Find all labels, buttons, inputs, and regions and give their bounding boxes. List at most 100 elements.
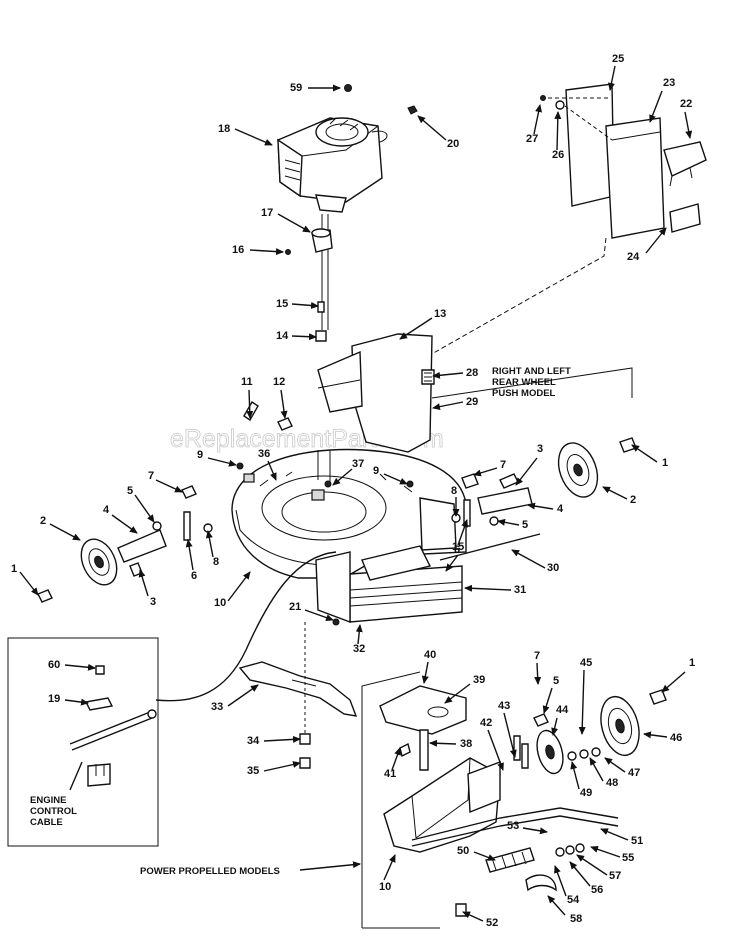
callout-leader (205, 530, 214, 558)
callout-number: 32 (353, 643, 365, 655)
callout-leader (383, 854, 396, 881)
callout-leader (429, 739, 457, 747)
callout-leader (643, 731, 668, 739)
rear-wheel-caption-line: RIGHT AND LEFT (492, 366, 571, 377)
callout-leader (600, 828, 629, 841)
callout-leader (534, 662, 542, 685)
callout-number: 14 (276, 330, 289, 342)
callout-number: 39 (473, 674, 485, 686)
callout-number: 7 (500, 459, 506, 471)
callout-leader (64, 698, 89, 706)
callout-number: 11 (241, 376, 253, 388)
callout-number: 15 (452, 541, 464, 553)
callout-number: 45 (580, 657, 592, 669)
callout-number: 9 (373, 465, 379, 477)
callout-leader (291, 301, 319, 309)
callout-leader (263, 761, 301, 772)
callout-number: 33 (211, 701, 223, 713)
callout-number: 3 (150, 596, 156, 608)
callout-number: 42 (480, 717, 492, 729)
callout-leader (473, 467, 498, 477)
adapter-17 (311, 228, 333, 253)
callout-leader (527, 502, 554, 510)
callout-leader (497, 518, 520, 526)
callout-number: 6 (191, 570, 197, 582)
callout-leader (511, 549, 546, 569)
engine-cable-caption-line: CABLE (30, 817, 63, 828)
callout-leader (444, 683, 471, 704)
callout-number: 6 (454, 544, 460, 556)
callout-leader (432, 371, 464, 379)
callout-number: 10 (379, 881, 391, 893)
callout-number: 22 (680, 98, 692, 110)
callout-number: 54 (567, 894, 580, 906)
callout-leader (64, 663, 96, 671)
callout-leader (473, 851, 496, 861)
callout-leader (155, 479, 183, 493)
callout-leader (227, 684, 259, 707)
callout-number: 37 (352, 458, 364, 470)
engine-cable-caption: ENGINE CONTROL CABLE (30, 795, 77, 828)
callout-number: 7 (148, 470, 154, 482)
callout-number: 16 (232, 244, 244, 256)
callout-number: 59 (290, 82, 302, 94)
callout-leader (445, 554, 459, 572)
engine-control-cable-inset (7, 637, 159, 847)
callout-number: 43 (498, 700, 510, 712)
callout-number: 51 (631, 835, 643, 847)
callout-leader (234, 128, 273, 146)
callout-leader (608, 65, 616, 91)
callout-leader (291, 333, 317, 341)
callout-leader (542, 687, 553, 714)
callout-number: 30 (547, 562, 559, 574)
callout-number: 41 (384, 768, 396, 780)
callout-leader (417, 115, 447, 141)
callout-leader (332, 468, 353, 486)
callout-number: 34 (247, 735, 260, 747)
power-propelled-pointer (299, 861, 361, 871)
callout-number: 7 (534, 650, 540, 662)
grass-bag-assembly (429, 83, 707, 356)
callout-number: 1 (11, 563, 17, 575)
callout-leader (111, 514, 138, 534)
engine (277, 84, 418, 213)
callout-number: 2 (40, 515, 46, 527)
callout-leader (503, 712, 517, 758)
callout-leader (457, 519, 468, 546)
callout-number: 53 (507, 820, 519, 832)
callout-number: 48 (606, 777, 618, 789)
callout-number: 19 (48, 693, 60, 705)
blade (238, 622, 358, 769)
callout-number: 28 (466, 367, 478, 379)
right-rear-wheel (451, 437, 637, 527)
callout-leader (227, 571, 251, 602)
callout-number: 12 (273, 376, 285, 388)
callout-leader (569, 861, 591, 887)
callout-leader (355, 624, 363, 645)
callout-number: 5 (127, 485, 133, 497)
callout-number: 9 (197, 449, 203, 461)
callout-leader (551, 717, 559, 736)
callout-number: 46 (670, 732, 682, 744)
engine-cable-caption-line: ENGINE (30, 795, 66, 806)
callout-number: 2 (630, 494, 636, 506)
engine-cable-caption-line: CONTROL (30, 806, 77, 817)
callout-leader (134, 494, 155, 523)
callout-leader (280, 389, 288, 419)
callout-leader (383, 473, 408, 485)
callout-leader (590, 845, 621, 858)
callout-number: 60 (48, 659, 60, 671)
callout-number: 8 (451, 485, 457, 497)
callout-number: 55 (622, 852, 634, 864)
callout-leader (649, 90, 663, 123)
callout-leader (533, 104, 543, 135)
callout-leader (684, 111, 693, 139)
callout-leader (645, 227, 667, 254)
callout-leader (462, 911, 484, 922)
push-model-bracket (431, 367, 633, 399)
left-front-wheel (37, 485, 213, 603)
callout-number: 4 (557, 503, 564, 515)
callout-leader (399, 317, 433, 340)
callout-leader (554, 111, 562, 151)
